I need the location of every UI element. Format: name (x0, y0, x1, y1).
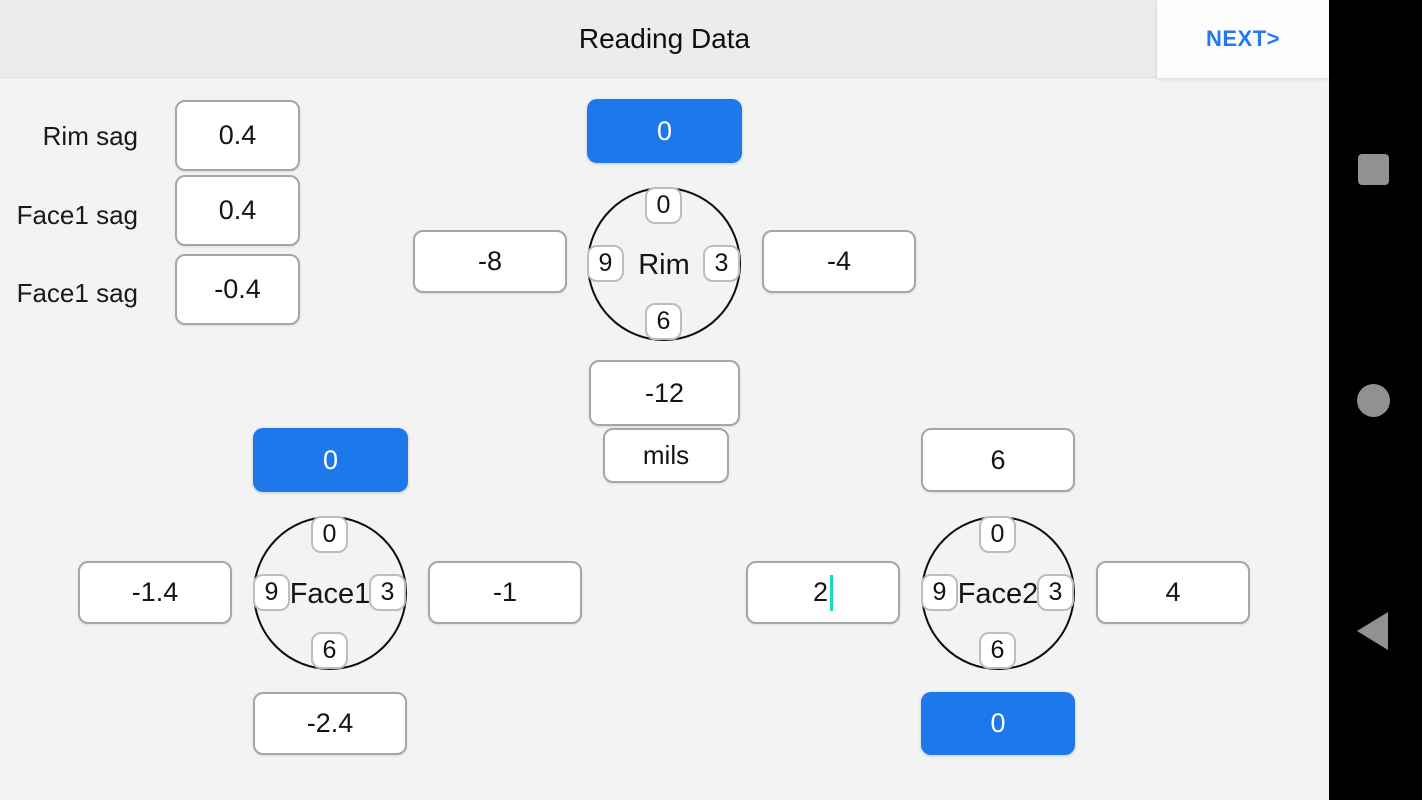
text-cursor (830, 574, 834, 611)
face2-clock-0: 0 (979, 516, 1016, 553)
face1-sag-label-2: Face1 sag (16, 278, 138, 308)
face2-clock-3: 3 (1037, 574, 1074, 611)
face2-clock-6: 6 (979, 632, 1016, 669)
recents-square-icon[interactable] (1358, 154, 1389, 185)
face2-dial-name: Face2 (957, 578, 1039, 610)
face1-sag-label: Face1 sag (16, 200, 138, 230)
face2-top-input[interactable]: 6 (921, 428, 1075, 492)
rim-dial-name: Rim (638, 249, 690, 281)
rim-6-oclock-input[interactable]: -12 (589, 360, 740, 426)
rim-sag-label: Rim sag (42, 121, 138, 151)
back-triangle-icon[interactable] (1357, 612, 1388, 650)
face2-bottom-zero-button[interactable]: 0 (921, 692, 1075, 755)
rim-top-zero-button[interactable]: 0 (587, 99, 742, 163)
face1-clock-0: 0 (311, 516, 348, 553)
android-navbar (1329, 0, 1422, 800)
units-mils-button[interactable]: mils (603, 428, 729, 483)
face1-clock-6: 6 (311, 632, 348, 669)
home-circle-icon[interactable] (1357, 384, 1390, 417)
face2-clock-9: 9 (921, 574, 958, 611)
face1-9-oclock-input[interactable]: -1.4 (78, 561, 232, 624)
rim-clock-9: 9 (587, 245, 624, 282)
face1-sag-input-2[interactable]: -0.4 (175, 254, 300, 325)
face1-top-zero-button[interactable]: 0 (253, 428, 408, 492)
rim-clock-3: 3 (703, 245, 740, 282)
face2-9-oclock-input[interactable]: 2 (746, 561, 900, 624)
face1-sag-input[interactable]: 0.4 (175, 175, 300, 246)
rim-sag-input[interactable]: 0.4 (175, 100, 300, 171)
header: Reading Data (0, 0, 1329, 78)
face1-clock-9: 9 (253, 574, 290, 611)
rim-3-oclock-input[interactable]: -4 (762, 230, 916, 293)
face2-3-oclock-input[interactable]: 4 (1096, 561, 1250, 624)
face1-clock-3: 3 (369, 574, 406, 611)
rim-clock-0: 0 (645, 187, 682, 224)
face1-6-oclock-input[interactable]: -2.4 (253, 692, 407, 755)
rim-clock-6: 6 (645, 303, 682, 340)
face2-9-oclock-value: 2 (812, 577, 829, 607)
face1-3-oclock-input[interactable]: -1 (428, 561, 582, 624)
page-title: Reading Data (578, 22, 751, 54)
rim-9-oclock-input[interactable]: -8 (413, 230, 567, 293)
next-button[interactable]: NEXT> (1157, 0, 1329, 78)
face1-dial-name: Face1 (289, 578, 371, 610)
